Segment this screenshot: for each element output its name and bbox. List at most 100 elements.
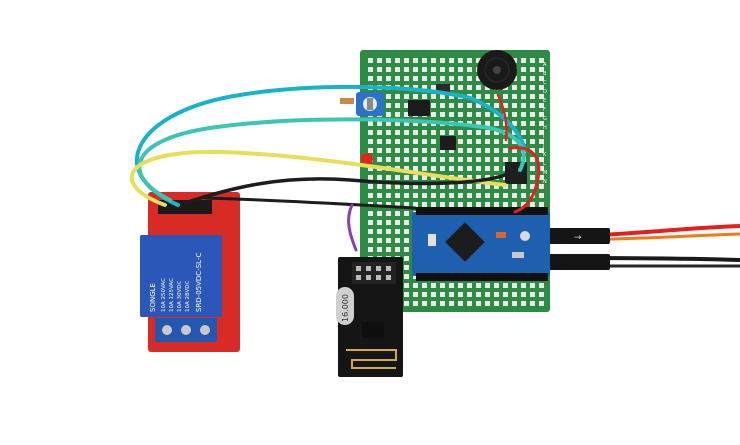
perfboard-pad [440, 67, 445, 72]
perfboard-pad [422, 67, 427, 72]
perfboard-pad [530, 112, 535, 117]
perfboard-pad [539, 292, 544, 297]
perfboard-pad [503, 202, 508, 207]
perfboard-pad [404, 274, 409, 279]
perfboard-pad [440, 202, 445, 207]
perfboard-pad [458, 58, 463, 63]
perfboard-pad [377, 58, 382, 63]
perfboard-pad [458, 85, 463, 90]
perfboard-pad [539, 67, 544, 72]
perfboard-pad [521, 130, 526, 135]
perfboard-pad [395, 148, 400, 153]
perfboard-row-letter: E [543, 98, 546, 104]
perfboard-pad [458, 157, 463, 162]
perfboard-pad [503, 103, 508, 108]
perfboard-pad [440, 76, 445, 81]
perfboard-pad [467, 193, 472, 198]
perfboard-pad [431, 184, 436, 189]
perfboard-pad [449, 112, 454, 117]
perfboard-pad [530, 175, 535, 180]
perfboard-pad [404, 166, 409, 171]
perfboard-pad [395, 67, 400, 72]
perfboard-pad [413, 274, 418, 279]
perfboard-pad [386, 76, 391, 81]
perfboard-pad [404, 67, 409, 72]
perfboard-pad [512, 292, 517, 297]
perfboard-pad [422, 58, 427, 63]
perfboard-pad [512, 94, 517, 99]
perfboard-pad [431, 292, 436, 297]
perfboard-pad [494, 139, 499, 144]
perfboard-row-letter: L [543, 161, 546, 167]
perfboard-pad [386, 211, 391, 216]
perfboard-pad [368, 130, 373, 135]
black-wire [183, 173, 507, 205]
perfboard-pad [530, 301, 535, 306]
perfboard-pad [530, 283, 535, 288]
perfboard-pad [476, 58, 481, 63]
perfboard-pad [458, 112, 463, 117]
antenna-trace [346, 349, 397, 369]
perfboard-pad [530, 58, 535, 63]
perfboard-pad [476, 157, 481, 162]
potentiometer [340, 92, 384, 116]
perfboard-pad [512, 85, 517, 90]
perfboard-pad [467, 103, 472, 108]
perfboard-pad [521, 121, 526, 126]
perfboard-pad [485, 121, 490, 126]
perfboard-pad [431, 130, 436, 135]
perfboard-pad [494, 121, 499, 126]
perfboard-pad [395, 94, 400, 99]
perfboard-pad [512, 103, 517, 108]
perfboard-pad [539, 76, 544, 81]
perfboard-pad [395, 220, 400, 225]
perfboard-pad [476, 139, 481, 144]
perfboard-pad [395, 229, 400, 234]
perfboard-pad [485, 283, 490, 288]
led [361, 153, 373, 165]
perfboard-pad [395, 139, 400, 144]
perfboard-pad [503, 148, 508, 153]
perfboard-pad [368, 139, 373, 144]
perfboard-pad [377, 175, 382, 180]
perfboard-pad [395, 238, 400, 243]
header-pins-bottom [416, 273, 548, 281]
perfboard-pad [395, 247, 400, 252]
perfboard-pad [512, 139, 517, 144]
perfboard-pad [458, 148, 463, 153]
perfboard-pad [449, 94, 454, 99]
perfboard-pad [368, 238, 373, 243]
perfboard-pad [521, 292, 526, 297]
perfboard-pad [413, 130, 418, 135]
perfboard-pad [467, 67, 472, 72]
perfboard-pad [377, 184, 382, 189]
perfboard-pad [467, 139, 472, 144]
perfboard-pad [395, 58, 400, 63]
perfboard-pad [413, 94, 418, 99]
perfboard-pad [467, 130, 472, 135]
perfboard-pad [539, 148, 544, 153]
perfboard-pad [395, 112, 400, 117]
perfboard-pad [539, 58, 544, 63]
perfboard-pad [440, 157, 445, 162]
perfboard-pad [458, 166, 463, 171]
perfboard-pad [431, 175, 436, 180]
perfboard-pad [404, 139, 409, 144]
perfboard-pad [458, 76, 463, 81]
perfboard-pad [521, 112, 526, 117]
perfboard-pad [467, 202, 472, 207]
perfboard-pad [386, 202, 391, 207]
perfboard-pad [386, 238, 391, 243]
perfboard-pad [386, 67, 391, 72]
perfboard-pad [449, 202, 454, 207]
perfboard-pad [458, 292, 463, 297]
perfboard-pad [485, 94, 490, 99]
perfboard-pad [368, 148, 373, 153]
perfboard-pad [377, 139, 382, 144]
perfboard-pad [422, 301, 427, 306]
perfboard-pad [530, 67, 535, 72]
perfboard-pad [440, 112, 445, 117]
perfboard-pad [377, 67, 382, 72]
perfboard-pad [386, 103, 391, 108]
perfboard-pad [512, 121, 517, 126]
